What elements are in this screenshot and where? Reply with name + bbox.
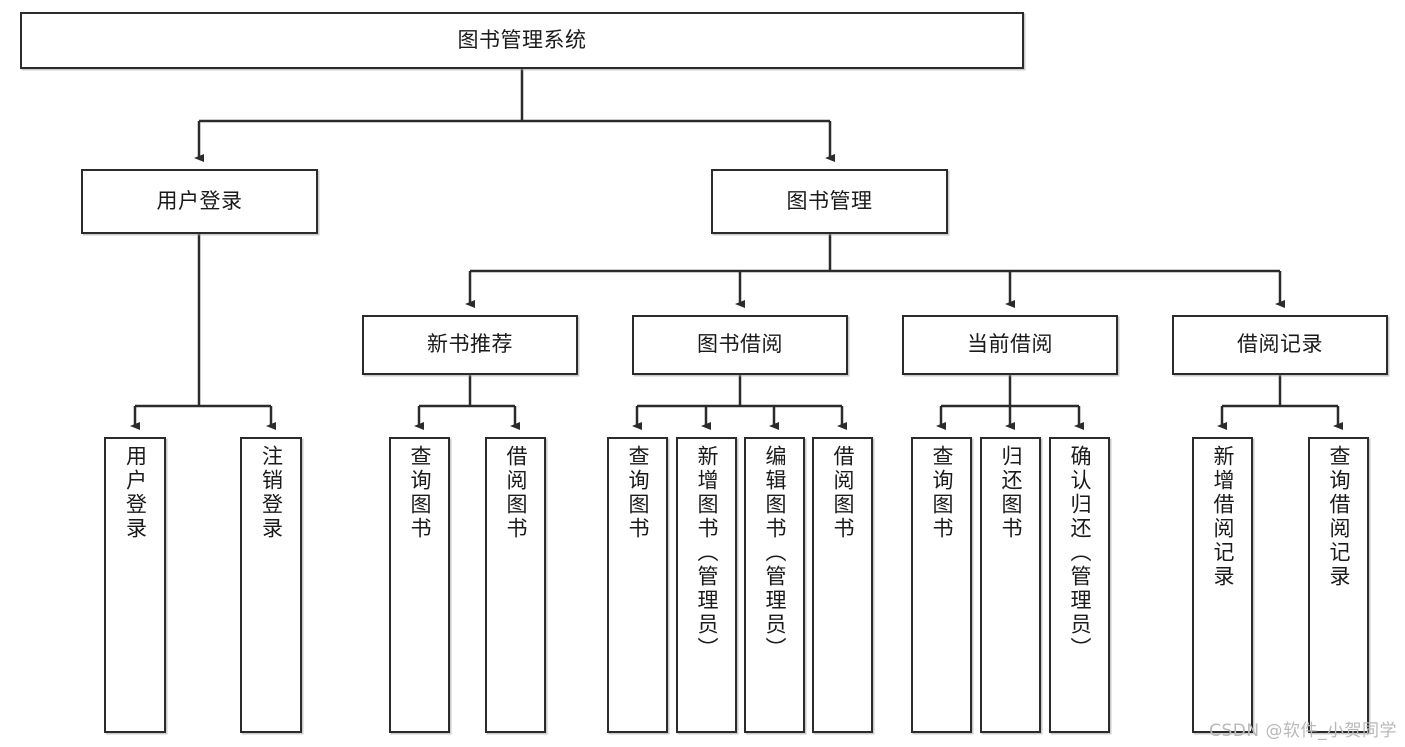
node-leaf-query-book-3[interactable]: 查询图书 — [911, 437, 972, 733]
node-book-borrow[interactable]: 图书借阅 — [632, 315, 848, 375]
node-leaf-query-book-1-label: 查询图书 — [408, 445, 432, 541]
node-leaf-logout-login-label: 注销登录 — [259, 445, 284, 541]
node-leaf-query-book-1[interactable]: 查询图书 — [389, 437, 450, 733]
node-leaf-confirm-return[interactable]: 确认归还（管理员） — [1049, 437, 1110, 733]
node-leaf-edit-book-label: 编辑图书（管理员） — [763, 445, 787, 661]
node-leaf-add-record[interactable]: 新增借阅记录 — [1192, 437, 1253, 733]
node-leaf-query-book-2[interactable]: 查询图书 — [607, 437, 668, 733]
node-leaf-return-book-label: 归还图书 — [999, 445, 1023, 541]
node-current-borrow-label: 当前借阅 — [967, 332, 1053, 357]
node-leaf-logout-login[interactable]: 注销登录 — [240, 437, 302, 733]
node-root[interactable]: 图书管理系统 — [20, 12, 1024, 69]
node-book-manage[interactable]: 图书管理 — [711, 169, 948, 234]
node-book-borrow-label: 图书借阅 — [697, 332, 783, 357]
node-leaf-query-record[interactable]: 查询借阅记录 — [1308, 437, 1369, 733]
node-leaf-borrow-book-1-label: 借阅图书 — [504, 445, 528, 541]
node-leaf-query-record-label: 查询借阅记录 — [1327, 445, 1351, 589]
node-borrow-record[interactable]: 借阅记录 — [1172, 315, 1388, 375]
node-new-book-recommend[interactable]: 新书推荐 — [362, 315, 578, 375]
csdn-watermark: CSDN @软件_小贺同学 — [1209, 721, 1397, 741]
node-leaf-borrow-book-2[interactable]: 借阅图书 — [812, 437, 873, 733]
node-leaf-borrow-book-1[interactable]: 借阅图书 — [485, 437, 546, 733]
node-leaf-borrow-book-2-label: 借阅图书 — [831, 445, 855, 541]
node-leaf-add-record-label: 新增借阅记录 — [1211, 445, 1235, 589]
node-book-manage-label: 图书管理 — [786, 188, 873, 213]
node-leaf-edit-book[interactable]: 编辑图书（管理员） — [744, 437, 805, 733]
node-leaf-query-book-3-label: 查询图书 — [930, 445, 954, 541]
node-leaf-query-book-2-label: 查询图书 — [626, 445, 650, 541]
node-user-login-label: 用户登录 — [156, 188, 243, 213]
node-leaf-return-book[interactable]: 归还图书 — [980, 437, 1041, 733]
node-leaf-user-login[interactable]: 用户登录 — [104, 437, 166, 733]
node-new-book-recommend-label: 新书推荐 — [427, 332, 513, 357]
node-current-borrow[interactable]: 当前借阅 — [902, 315, 1118, 375]
node-leaf-add-book[interactable]: 新增图书（管理员） — [676, 437, 737, 733]
node-root-label: 图书管理系统 — [457, 27, 587, 52]
node-user-login[interactable]: 用户登录 — [81, 169, 318, 234]
node-leaf-user-login-label: 用户登录 — [123, 445, 148, 541]
node-leaf-add-book-label: 新增图书（管理员） — [695, 445, 719, 661]
node-borrow-record-label: 借阅记录 — [1237, 332, 1323, 357]
node-leaf-confirm-return-label: 确认归还（管理员） — [1068, 445, 1092, 661]
